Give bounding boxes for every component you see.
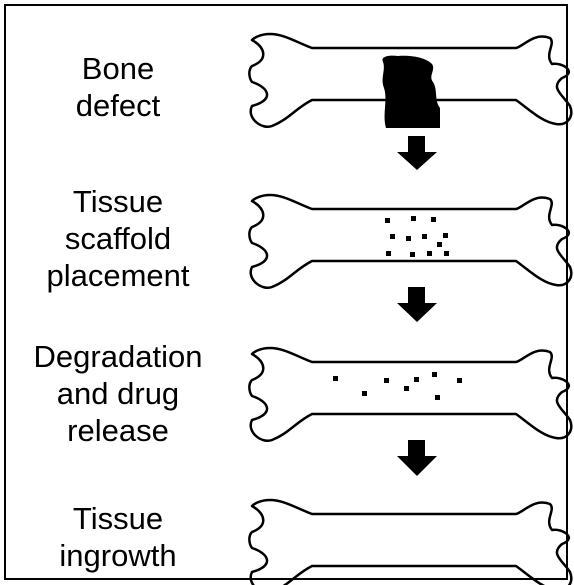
scaffold-dots <box>385 216 449 257</box>
defect-region <box>382 56 440 128</box>
bone-healed-shape <box>249 500 571 585</box>
arrow-down-icon <box>397 136 437 170</box>
release-dots <box>333 372 462 400</box>
bone-defect-shape <box>249 34 571 128</box>
arrow-down-icon <box>397 440 437 476</box>
bone-degradation-shape <box>249 348 571 441</box>
bone-scaffold-shape <box>249 195 571 288</box>
arrow-down-icon <box>397 287 437 322</box>
